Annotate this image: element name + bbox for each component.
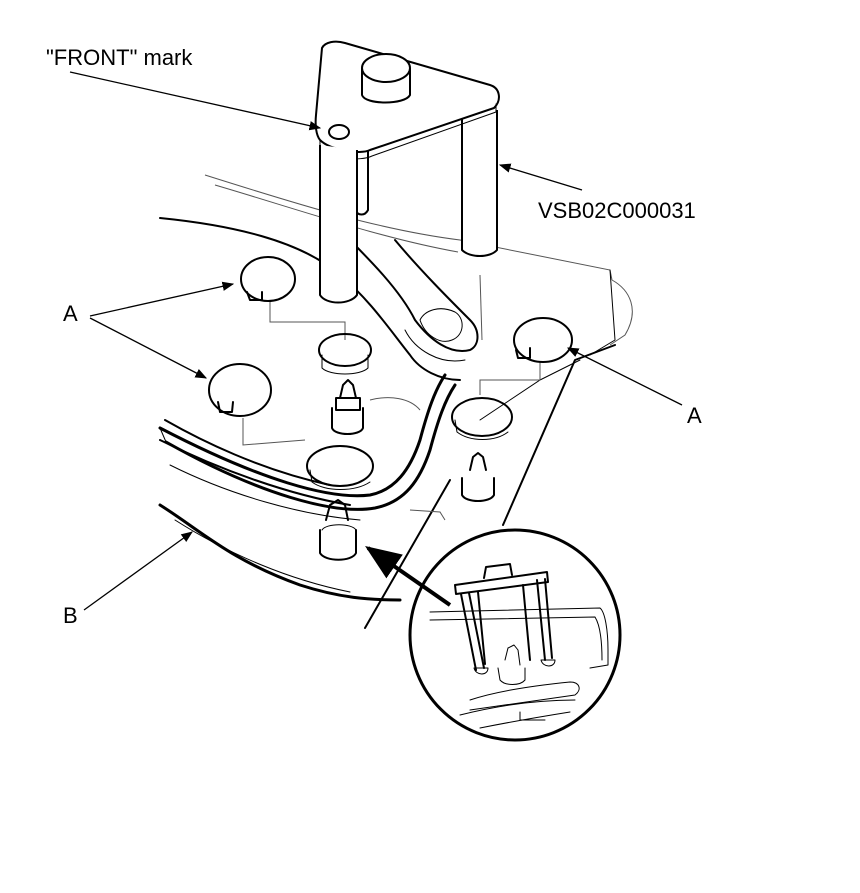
leader-a-right: [566, 347, 683, 406]
leader-front-mark: [69, 71, 322, 131]
arrow-detail: [365, 545, 452, 607]
subframe-body: [158, 174, 633, 629]
arm-bracket: [339, 229, 479, 362]
studs: [319, 379, 495, 561]
leader-b: [83, 531, 193, 611]
caps-a: [208, 256, 573, 417]
tool-number-label: VSB02C000031: [538, 198, 696, 223]
front-mark-label: "FRONT" mark: [46, 45, 193, 70]
detail-inset: [408, 528, 622, 742]
leader-a-lower: [89, 317, 208, 379]
leader-tool-number: [498, 163, 583, 191]
part-a-label-right: A: [687, 403, 702, 428]
part-a-label-left: A: [63, 301, 78, 326]
crossmember-tube: [158, 373, 457, 511]
special-tool: [314, 40, 500, 304]
leaders: [69, 71, 683, 611]
part-b-label: B: [63, 603, 78, 628]
mounting-holes: [306, 333, 513, 490]
leader-a-upper: [89, 281, 235, 317]
